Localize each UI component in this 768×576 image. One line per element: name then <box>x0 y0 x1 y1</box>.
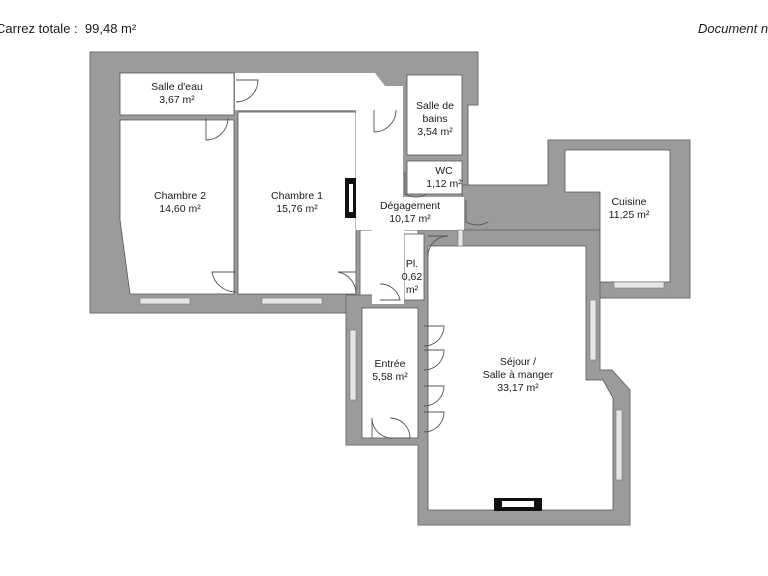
placard-area-line1: 0,62 <box>401 271 423 283</box>
cuisine-floor <box>564 149 671 283</box>
total-surface-value: 99,48 m² <box>84 21 137 36</box>
degagement-name: Dégagement <box>379 200 441 212</box>
room-chambre2: Chambre 2 14,60 m² <box>154 190 206 216</box>
chambre1-area: 15,76 m² <box>276 203 318 215</box>
sejour-name-line1: Séjour / <box>499 356 537 368</box>
cuisine-name: Cuisine <box>611 196 647 208</box>
total-surface-header: Carrez totale : 99,48 m² <box>0 21 136 36</box>
salle-bains-area: 3,54 m² <box>417 126 453 138</box>
room-wc: WC 1,12 m² <box>426 165 462 191</box>
sejour-floor <box>427 245 614 511</box>
placard-area-line2: m² <box>405 284 419 296</box>
document-note: Document n <box>698 21 768 36</box>
salle-eau-area: 3,67 m² <box>159 94 195 106</box>
degagement-floor <box>372 197 464 230</box>
placard-name: Pl. <box>405 258 419 270</box>
cuisine-area: 11,25 m² <box>608 209 650 221</box>
hall-floor <box>372 230 404 304</box>
room-sejour: Séjour / Salle à manger 33,17 m² <box>483 356 554 395</box>
fireplace-chambre1-inner <box>349 184 353 212</box>
salle-bains-name-line1: Salle de <box>416 100 454 112</box>
room-placard: Pl. 0,62 m² <box>402 258 422 297</box>
room-degagement: Dégagement 10,17 m² <box>380 200 440 226</box>
entree-area: 5,58 m² <box>372 371 408 383</box>
wc-name: WC <box>435 165 453 177</box>
chambre2-floor <box>119 119 235 295</box>
corridor-floor <box>235 73 403 230</box>
salle-eau-floor <box>119 72 235 116</box>
doors <box>205 79 489 439</box>
wc-floor <box>406 160 463 195</box>
room-salle-eau: Salle d'eau 3,67 m² <box>151 81 203 107</box>
total-surface-label: Carrez totale : <box>0 21 78 36</box>
sejour-area: 33,17 m² <box>497 382 539 394</box>
wc-area: 1,12 m² <box>426 178 462 190</box>
room-entree: Entrée 5,58 m² <box>372 358 408 384</box>
room-chambre1: Chambre 1 15,76 m² <box>271 190 323 216</box>
chambre1-floor <box>237 111 357 295</box>
chambre2-area: 14,60 m² <box>159 203 201 215</box>
entree-name: Entrée <box>374 358 406 370</box>
salle-bains-name-line2: bains <box>422 113 448 125</box>
chambre2-name: Chambre 2 <box>154 190 206 202</box>
salle-bains-floor <box>406 74 463 156</box>
sejour-name-line2: Salle à manger <box>482 369 554 381</box>
degagement-area: 10,17 m² <box>389 213 431 225</box>
salle-eau-name: Salle d'eau <box>151 81 203 93</box>
fireplace-sejour-inner <box>502 501 534 507</box>
room-salle-bains: Salle de bains 3,54 m² <box>416 100 454 139</box>
chambre1-name: Chambre 1 <box>271 190 323 202</box>
room-cuisine: Cuisine 11,25 m² <box>609 196 650 222</box>
windows <box>139 229 665 481</box>
